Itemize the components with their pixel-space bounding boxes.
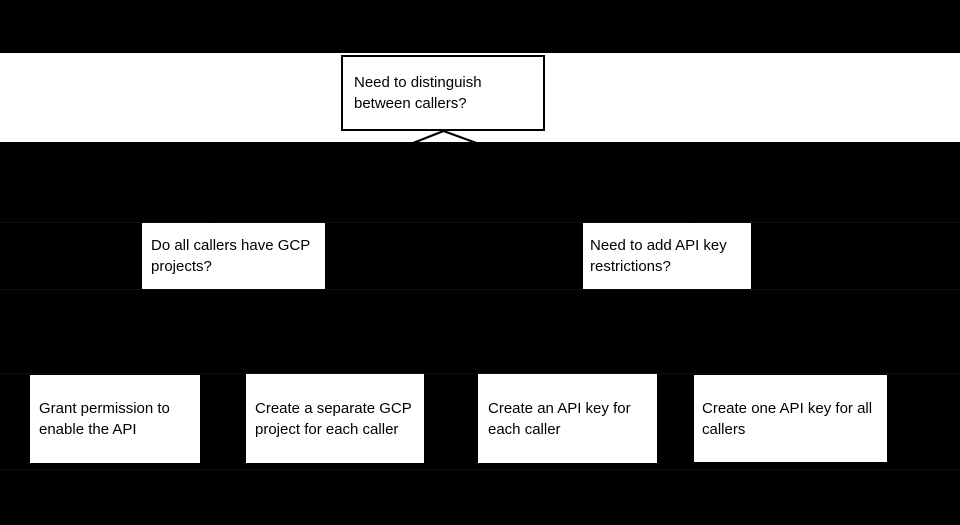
row-divider xyxy=(0,289,960,290)
outcome-node-api-key-each-caller-label: Create an API key for each caller xyxy=(488,399,631,438)
branch-line-left xyxy=(210,129,444,225)
branch-line-right xyxy=(443,129,697,225)
outcome-node-one-api-key-all-callers-label: Create one API key for all callers xyxy=(702,399,873,438)
decision-node-api-key-restrictions: Need to add API key restrictions? xyxy=(583,223,751,289)
outcome-node-separate-gcp-project: Create a separate GCP project for each c… xyxy=(246,374,424,463)
decision-node-gcp-projects: Do all callers have GCP projects? xyxy=(142,223,325,289)
decision-node-gcp-projects-label: Do all callers have GCP projects? xyxy=(151,237,310,275)
outcome-node-grant-permission-label: Grant permission to enable the API xyxy=(39,400,170,438)
row-divider xyxy=(0,469,960,470)
outcome-node-one-api-key-all-callers: Create one API key for all callers xyxy=(694,375,887,462)
outcome-node-grant-permission: Grant permission to enable the API xyxy=(30,375,200,463)
decision-node-root-label: Need to distinguish between callers? xyxy=(354,74,482,112)
decision-node-root: Need to distinguish between callers? xyxy=(341,55,545,131)
row-divider xyxy=(0,373,960,374)
outcome-node-api-key-each-caller: Create an API key for each caller xyxy=(478,374,657,463)
outcome-node-separate-gcp-project-label: Create a separate GCP project for each c… xyxy=(255,399,412,438)
decision-node-api-key-restrictions-label: Need to add API key restrictions? xyxy=(590,237,727,275)
